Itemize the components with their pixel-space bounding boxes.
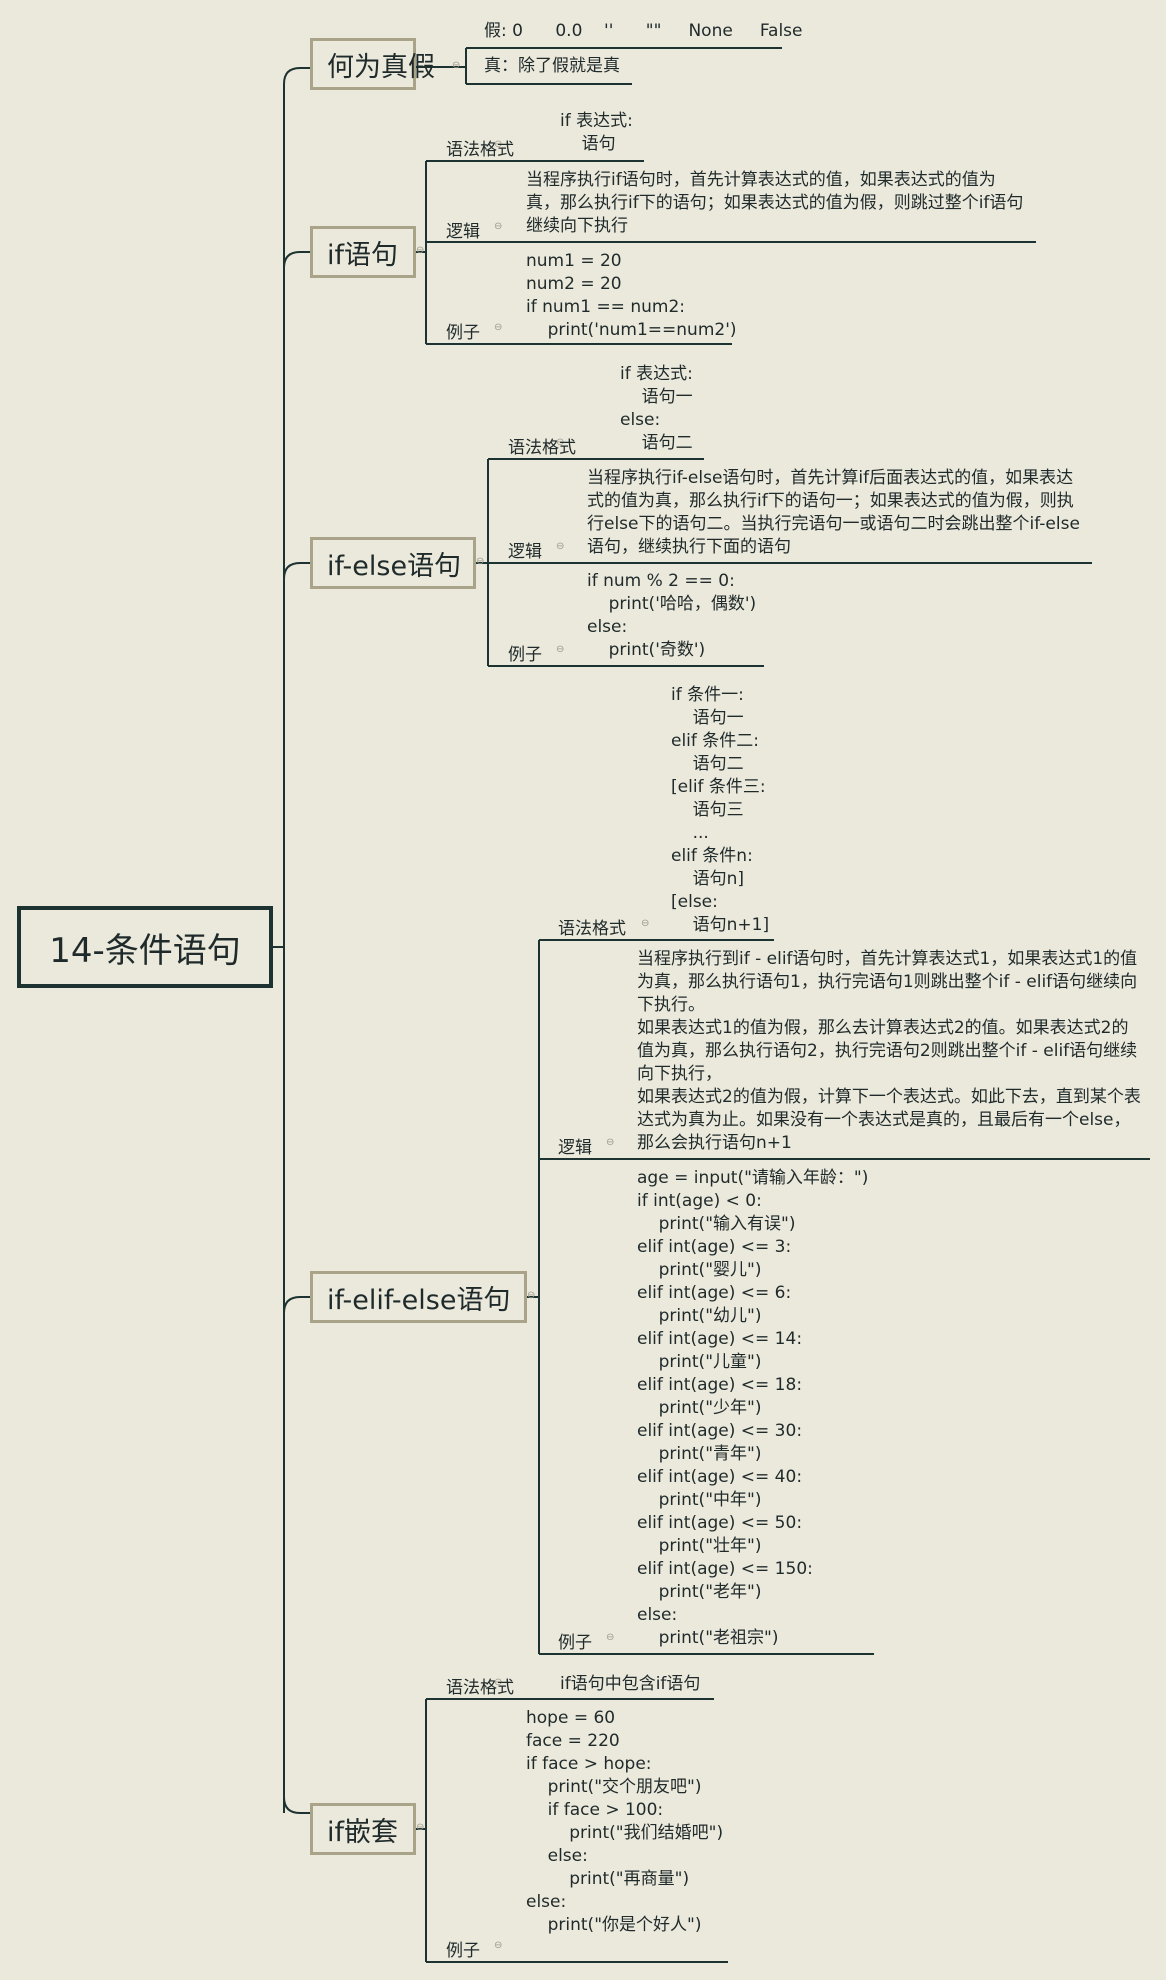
if-elif-syntax: if 条件一: 语句一 elif 条件二: 语句二 [elif 条件三: 语句三… [671, 685, 770, 935]
collapse-toggle-icon[interactable]: ⊖ [606, 1137, 615, 1148]
topic-nested-if[interactable]: if嵌套 [310, 1803, 416, 1855]
topic-if-else[interactable]: if-else语句 [310, 537, 476, 589]
falsy-values: 假: 0 0.0 '' "" None False [484, 21, 803, 41]
collapse-toggle-icon[interactable]: ⊖ [494, 221, 503, 232]
topic-label: 何为真假 [327, 51, 435, 83]
label-example: 例子 [508, 645, 542, 665]
label-syntax: 语法格式 [446, 1678, 514, 1698]
collapse-toggle-icon[interactable]: ⊖ [556, 541, 565, 552]
collapse-toggle-icon[interactable]: ⊖ [641, 918, 650, 929]
topic-if-elif-else[interactable]: if-elif-else语句 [310, 1271, 527, 1323]
if-logic: 当程序执行if语句时，首先计算表达式的值，如果表达式的值为 真，那么执行if下的… [526, 170, 1024, 236]
collapse-toggle-icon[interactable]: ⊖ [452, 60, 461, 71]
label-logic: 逻辑 [508, 542, 542, 562]
label-example: 例子 [446, 323, 480, 343]
if-else-syntax: if 表达式: 语句一 else: 语句二 [620, 364, 693, 453]
root-topic[interactable]: 14-条件语句 [17, 906, 273, 988]
label-example: 例子 [446, 1941, 480, 1961]
truthy-values: 真：除了假就是真 [484, 56, 620, 76]
label-logic: 逻辑 [558, 1138, 592, 1158]
collapse-toggle-icon[interactable]: ⊖ [416, 1822, 425, 1833]
label-syntax: 语法格式 [446, 140, 514, 160]
if-elif-example: age = input("请输入年龄：") if int(age) < 0: p… [637, 1168, 869, 1648]
if-else-logic: 当程序执行if-else语句时，首先计算if后面表达式的值，如果表达 式的值为真… [587, 468, 1080, 557]
collapse-toggle-icon[interactable]: ⊖ [556, 644, 565, 655]
collapse-toggle-icon[interactable]: ⊖ [494, 139, 503, 150]
collapse-toggle-icon[interactable]: ⊖ [494, 1677, 503, 1688]
collapse-toggle-icon[interactable]: ⊖ [476, 556, 485, 567]
collapse-toggle-icon[interactable]: ⊖ [527, 1290, 536, 1301]
collapse-toggle-icon[interactable]: ⊖ [556, 437, 565, 448]
topic-truthiness[interactable]: 何为真假 [310, 38, 435, 90]
label-logic: 逻辑 [446, 222, 480, 242]
collapse-toggle-icon[interactable]: ⊖ [606, 1632, 615, 1643]
if-elif-logic: 当程序执行到if - elif语句时，首先计算表达式1，如果表达式1的值 为真，… [637, 949, 1141, 1153]
collapse-toggle-icon[interactable]: ⊖ [494, 322, 503, 333]
label-syntax: 语法格式 [558, 919, 626, 939]
collapse-toggle-icon[interactable]: ⊖ [416, 245, 425, 256]
root-label: 14-条件语句 [49, 930, 241, 971]
nested-if-syntax: if语句中包含if语句 [560, 1674, 701, 1694]
topic-label: if-else语句 [327, 550, 462, 582]
if-syntax: if 表达式: 语句 [560, 111, 633, 154]
if-else-example: if num % 2 == 0: print('哈哈，偶数') else: pr… [587, 571, 757, 660]
collapse-toggle-icon[interactable]: ⊖ [494, 1940, 503, 1951]
topic-label: if语句 [327, 239, 399, 271]
topic-label: if嵌套 [327, 1816, 399, 1848]
if-example: num1 = 20 num2 = 20 if num1 == num2: pri… [526, 251, 737, 340]
nested-if-example: hope = 60 face = 220 if face > hope: pri… [526, 1708, 724, 1935]
label-example: 例子 [558, 1633, 592, 1653]
label-syntax: 语法格式 [508, 438, 576, 458]
topic-label: if-elif-else语句 [327, 1284, 511, 1316]
topic-if[interactable]: if语句 [310, 226, 416, 278]
